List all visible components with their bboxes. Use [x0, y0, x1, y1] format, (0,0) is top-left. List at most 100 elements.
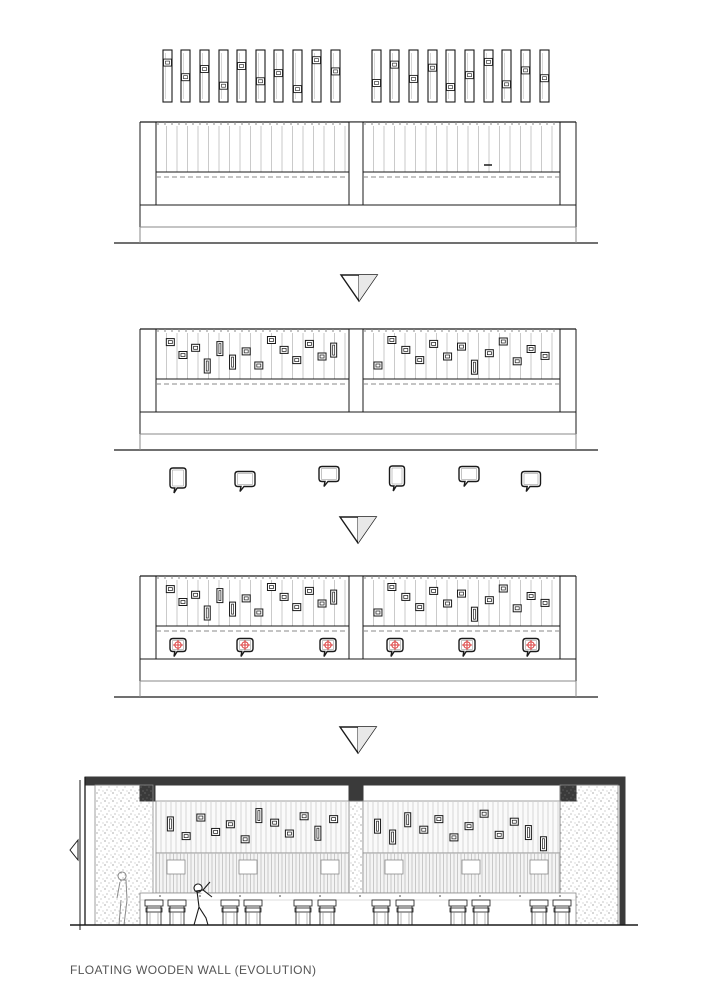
plank [520, 49, 531, 103]
bench-dot [359, 895, 361, 897]
picture-frame [526, 345, 536, 353]
plank-frame [237, 62, 246, 70]
bench-dot [159, 895, 161, 897]
exploded-plank [330, 49, 341, 103]
plank-frame-inner [504, 82, 509, 87]
exploded-plank [292, 49, 303, 103]
crosshair-icon [240, 640, 250, 650]
plank-frame-inner [183, 75, 188, 79]
picture-frame [266, 336, 276, 344]
bubble-inner [461, 468, 477, 480]
bench-dot [439, 895, 441, 897]
stage-2-planks-with-frames [114, 328, 598, 451]
triangle-down-icon [338, 726, 378, 755]
bubble-inner [239, 640, 251, 650]
picture-frame [254, 608, 264, 617]
exploded-plank [464, 49, 475, 103]
chair-back [552, 899, 572, 907]
picture-frame-inner [319, 354, 325, 359]
left-bay [155, 121, 350, 206]
plank-frame-inner [333, 69, 338, 74]
picture-frame [216, 341, 224, 357]
plank-frame [521, 66, 530, 75]
chair-seat [221, 907, 239, 913]
picture-frame [401, 592, 411, 601]
stipple-pier [348, 800, 364, 894]
picture-frame-inner [421, 827, 427, 832]
chair-back [243, 899, 263, 907]
chair-icon [552, 899, 572, 925]
bubble-outline [234, 470, 256, 492]
picture-frame-inner [500, 586, 506, 591]
crosshair-icon [390, 640, 400, 650]
picture-frame-inner [542, 354, 548, 358]
chair-back [317, 899, 337, 907]
picture-frame-inner [198, 815, 204, 820]
picture-frame-inner [218, 343, 222, 354]
plank-frame [465, 71, 474, 80]
plank-frame [293, 85, 302, 94]
picture-frame [270, 818, 280, 827]
chair-seat [145, 907, 163, 913]
picture-frame-inner [436, 817, 442, 821]
picture-frame-inner [319, 601, 325, 606]
chair-seat [294, 907, 312, 913]
chair-icon [529, 899, 549, 925]
plank [389, 49, 400, 103]
picture-frame [304, 586, 314, 595]
picture-frame [415, 356, 425, 365]
crosshair-icon [462, 640, 472, 650]
middle-pier [348, 328, 364, 413]
picture-frame-inner [269, 585, 274, 589]
picture-frame [229, 601, 237, 617]
picture-frame [470, 606, 478, 622]
picture-frame [191, 343, 201, 352]
picture-frame [317, 599, 327, 608]
plank-frame [163, 58, 172, 67]
picture-frame [284, 829, 294, 838]
plank-frame-inner [523, 68, 528, 73]
picture-frame [464, 822, 474, 831]
stage-3-speech-bubbles [114, 575, 598, 698]
triangle-down-icon [338, 516, 378, 545]
roof-beam [84, 776, 626, 786]
chair-back [471, 899, 491, 907]
picture-frame [484, 596, 494, 605]
picture-frame-inner [514, 606, 520, 611]
bubble-inner [237, 473, 253, 485]
picture-frame-inner [294, 358, 300, 362]
human-figure-icon [116, 871, 128, 926]
plank [218, 49, 229, 103]
plank-frame [181, 73, 190, 82]
chair-icon [471, 899, 491, 925]
plank-frame [428, 63, 437, 72]
picture-frame-inner [466, 824, 472, 829]
bench-dot [559, 895, 561, 897]
plank [199, 49, 210, 103]
plank [236, 49, 247, 103]
picture-frame-inner [180, 353, 186, 357]
plank-frame [372, 79, 381, 87]
speech-bubble-icon [169, 637, 187, 657]
plank [483, 49, 494, 103]
chair-seat [472, 907, 490, 913]
bubble-inner [321, 468, 337, 480]
picture-frame-inner [193, 345, 198, 350]
bubble-frame [384, 859, 404, 875]
plank-frame-inner [542, 76, 547, 81]
picture-frame [457, 342, 466, 351]
plank-frame [256, 77, 265, 86]
exploded-plank [427, 49, 438, 103]
picture-frame [540, 351, 550, 360]
picture-frame-inner [481, 811, 487, 816]
picture-frame-inner [332, 344, 336, 356]
picture-frame-inner [243, 596, 249, 601]
plank-frame [540, 74, 549, 83]
triangle-shade [359, 275, 377, 301]
picture-frame [449, 833, 459, 842]
picture-frame-inner [486, 598, 492, 603]
picture-frame-inner [316, 827, 320, 839]
chair-seat [318, 907, 336, 913]
bubble-inner [322, 640, 334, 650]
break-mark [69, 838, 79, 862]
